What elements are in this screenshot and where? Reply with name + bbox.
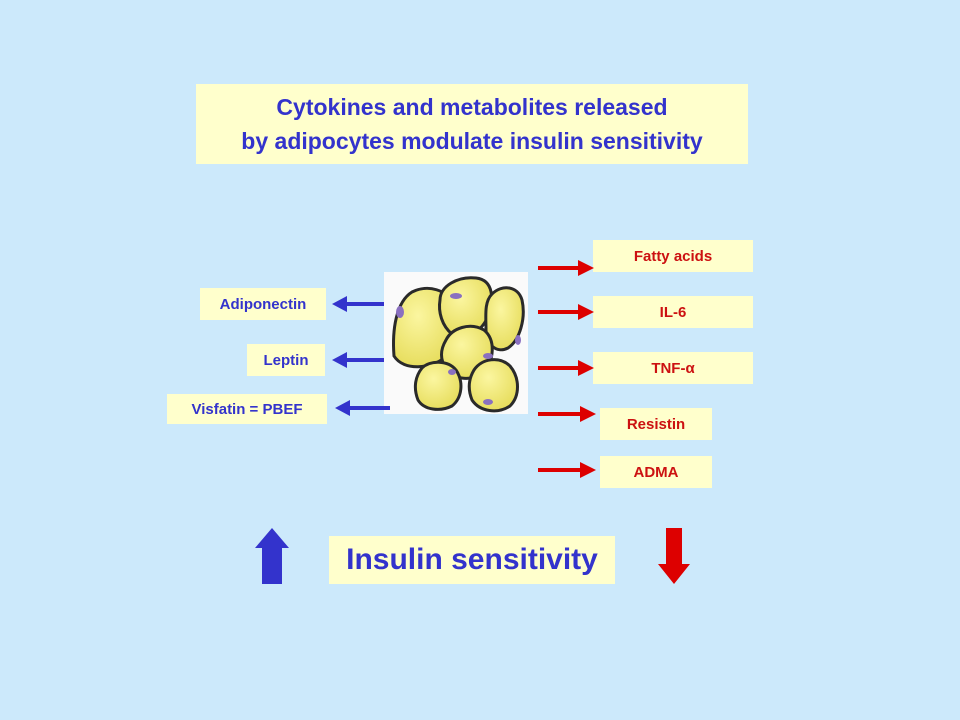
label-tnf-alpha: TNF-α	[593, 352, 753, 384]
arrow-to-adma-icon	[538, 462, 596, 478]
cell-nucleus	[483, 399, 493, 405]
up-arrow-icon	[255, 528, 289, 584]
adipocytes-image	[384, 272, 528, 414]
arrow-to-tnf-alpha-icon	[538, 360, 594, 376]
insulin-sensitivity-label: Insulin sensitivity	[329, 536, 615, 584]
cell-nucleus	[448, 369, 456, 375]
label-fatty-acids: Fatty acids	[593, 240, 753, 272]
cell-nucleus	[450, 293, 462, 299]
red-arrows	[538, 260, 596, 478]
arrow-to-visfatin-icon	[335, 400, 390, 416]
blue-arrows	[332, 296, 390, 416]
arrow-to-il-6-icon	[538, 304, 594, 320]
cell-nucleus	[515, 335, 521, 345]
title-box: Cytokines and metabolites released by ad…	[196, 84, 748, 164]
arrow-to-leptin-icon	[332, 352, 384, 368]
cell-nucleus	[483, 353, 493, 359]
label-leptin: Leptin	[247, 344, 325, 376]
label-adiponectin: Adiponectin	[200, 288, 326, 320]
label-visfatin: Visfatin = PBEF	[167, 394, 327, 424]
arrow-to-fatty-acids-icon	[538, 260, 594, 276]
adipocyte-cell	[484, 286, 525, 352]
arrow-to-adiponectin-icon	[332, 296, 384, 312]
title-line-1: Cytokines and metabolites released	[276, 94, 668, 120]
adipocyte-cell	[413, 360, 463, 411]
down-arrow-icon	[658, 528, 690, 584]
label-adma: ADMA	[600, 456, 712, 488]
arrow-to-resistin-icon	[538, 406, 596, 422]
adipocyte-cell	[467, 358, 519, 413]
title-line-2: by adipocytes modulate insulin sensitivi…	[241, 128, 703, 154]
label-il-6: IL-6	[593, 296, 753, 328]
cell-nucleus	[396, 306, 404, 318]
label-resistin: Resistin	[600, 408, 712, 440]
